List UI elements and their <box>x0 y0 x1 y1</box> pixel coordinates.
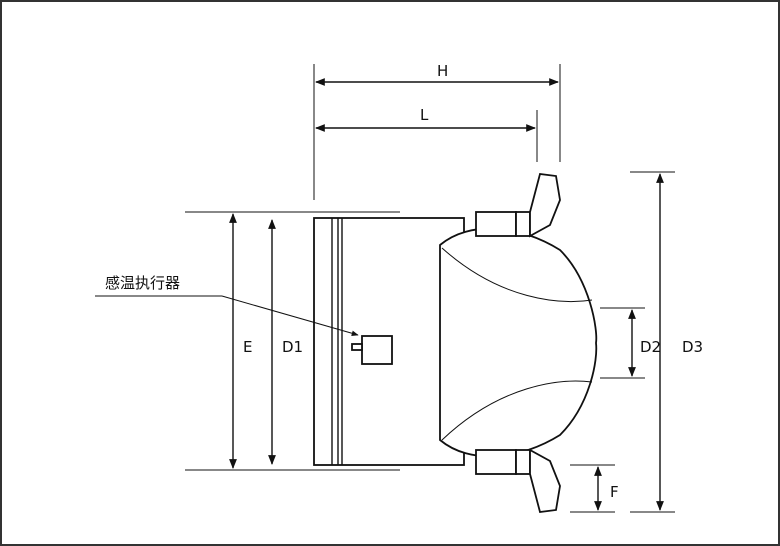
label-E: E <box>243 338 252 356</box>
label-D1: D1 <box>282 338 303 356</box>
actuator-box <box>95 295 393 365</box>
label-D3: D3 <box>682 338 703 356</box>
label-F: F <box>610 483 619 501</box>
valve-body <box>313 173 598 513</box>
extension-lines <box>185 64 675 513</box>
label-H: H <box>437 62 448 80</box>
label-D2: D2 <box>640 338 661 356</box>
label-L: L <box>420 106 429 124</box>
dimension-lines <box>229 78 664 511</box>
label-actuator: 感温执行器 <box>105 274 180 292</box>
